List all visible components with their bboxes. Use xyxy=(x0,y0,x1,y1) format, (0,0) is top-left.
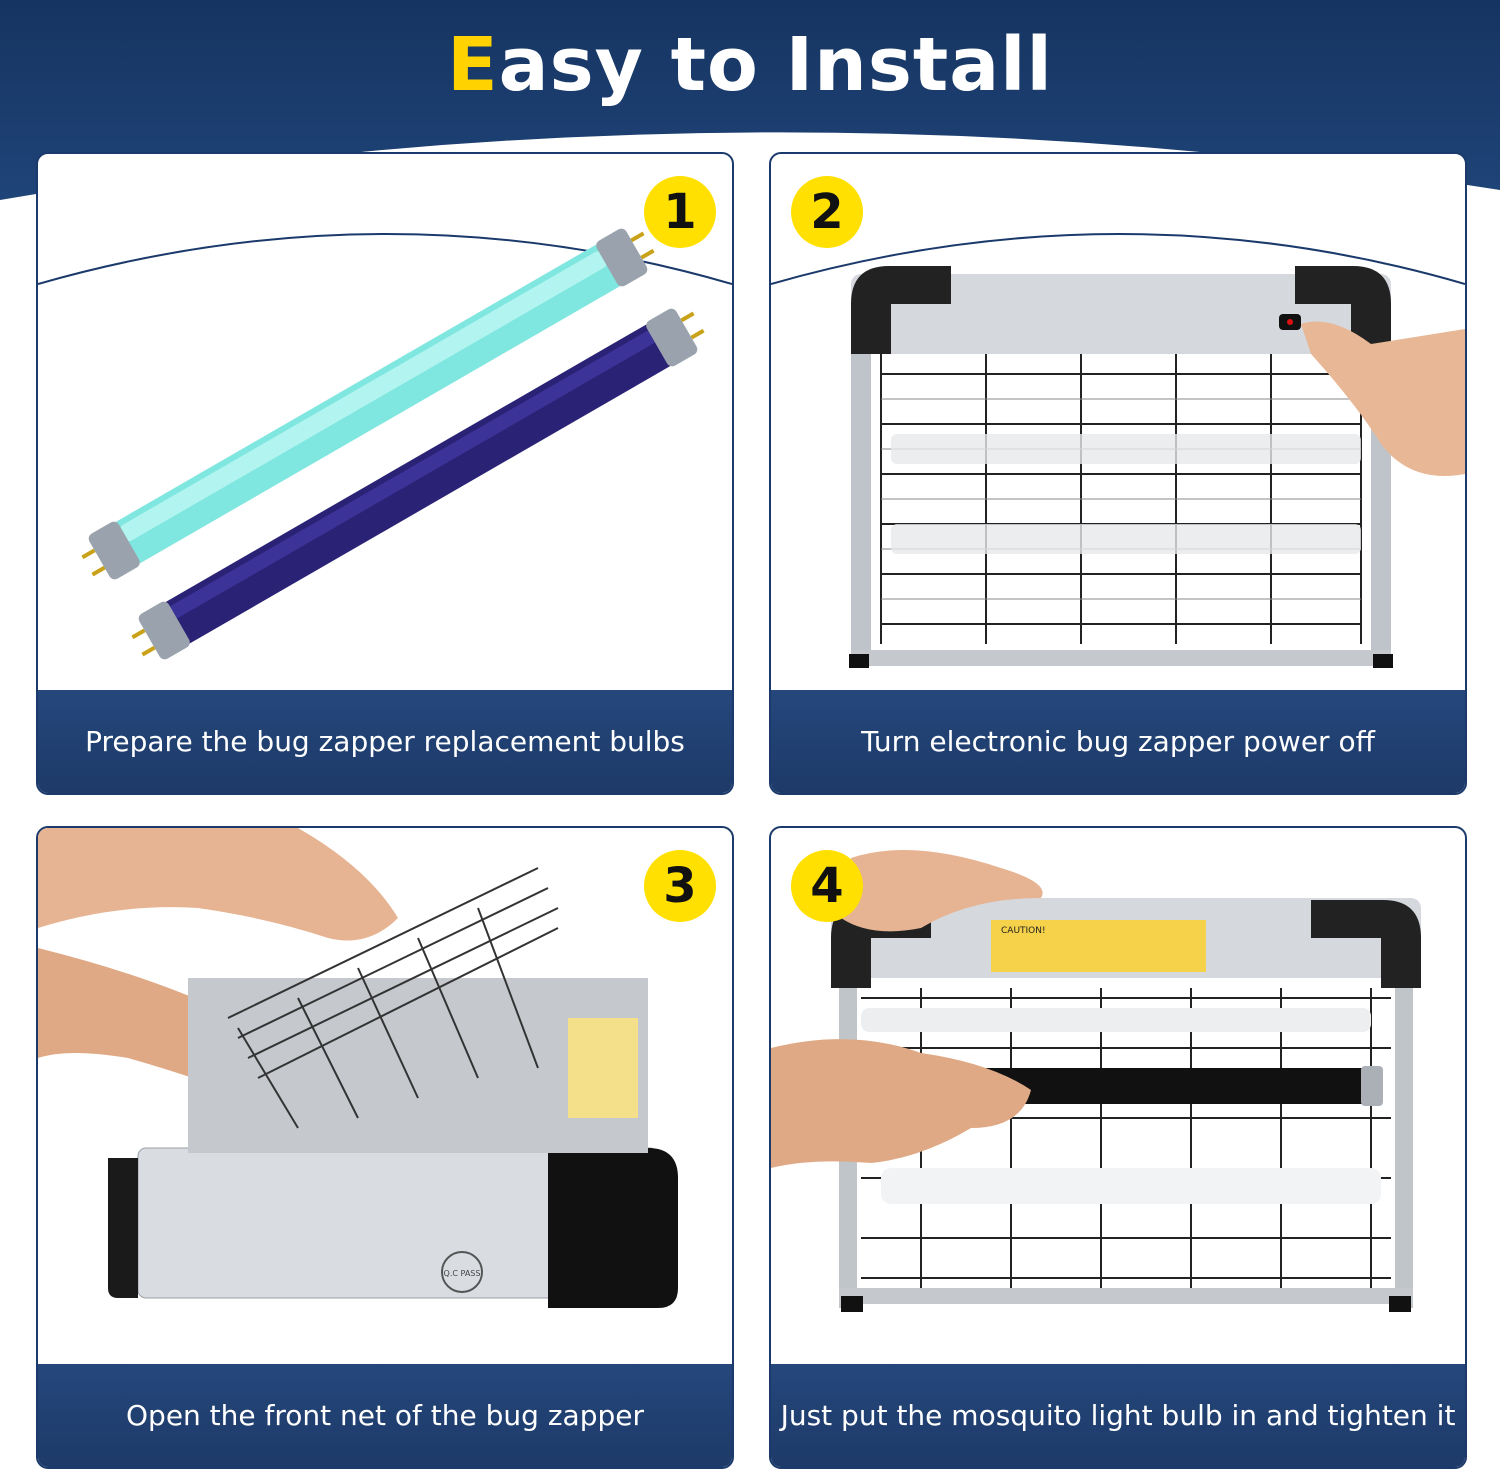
page-title: Easy to Install xyxy=(0,22,1500,108)
title-rest: asy to Install xyxy=(498,22,1053,108)
step-1-panel: 1 Prepare the bug zapper replacement bul… xyxy=(36,152,734,795)
step-4-caption: Just put the mosquito light bulb in and … xyxy=(771,1364,1465,1467)
step-4-badge: 4 xyxy=(791,850,863,922)
step-3-caption: Open the front net of the bug zapper xyxy=(38,1364,732,1467)
step-1-badge: 1 xyxy=(644,176,716,248)
insert-bulb-image: CAUTION! xyxy=(771,850,1421,1312)
header-band xyxy=(0,0,1500,200)
zapper-power-off-image xyxy=(771,233,1465,690)
title-first-letter: E xyxy=(447,22,499,108)
replacement-bulbs-image xyxy=(38,228,732,690)
step-3-badge: 3 xyxy=(644,850,716,922)
qc-stamp-text: Q.C PASS xyxy=(444,1269,481,1278)
step-3-panel: Q.C PASS 3 Open the front net of the bug… xyxy=(36,826,734,1469)
step-2-caption: Turn electronic bug zapper power off xyxy=(771,690,1465,793)
step-2-badge: 2 xyxy=(791,176,863,248)
step-4-panel: CAUTION! 4 Just put the mosquito light b… xyxy=(769,826,1467,1469)
step-1-caption: Prepare the bug zapper replacement bulbs xyxy=(38,690,732,793)
caution-sticker-text: CAUTION! xyxy=(1001,926,1046,936)
step-2-panel: 2 Turn electronic bug zapper power off xyxy=(769,152,1467,795)
open-front-net-image: Q.C PASS xyxy=(38,828,678,1308)
